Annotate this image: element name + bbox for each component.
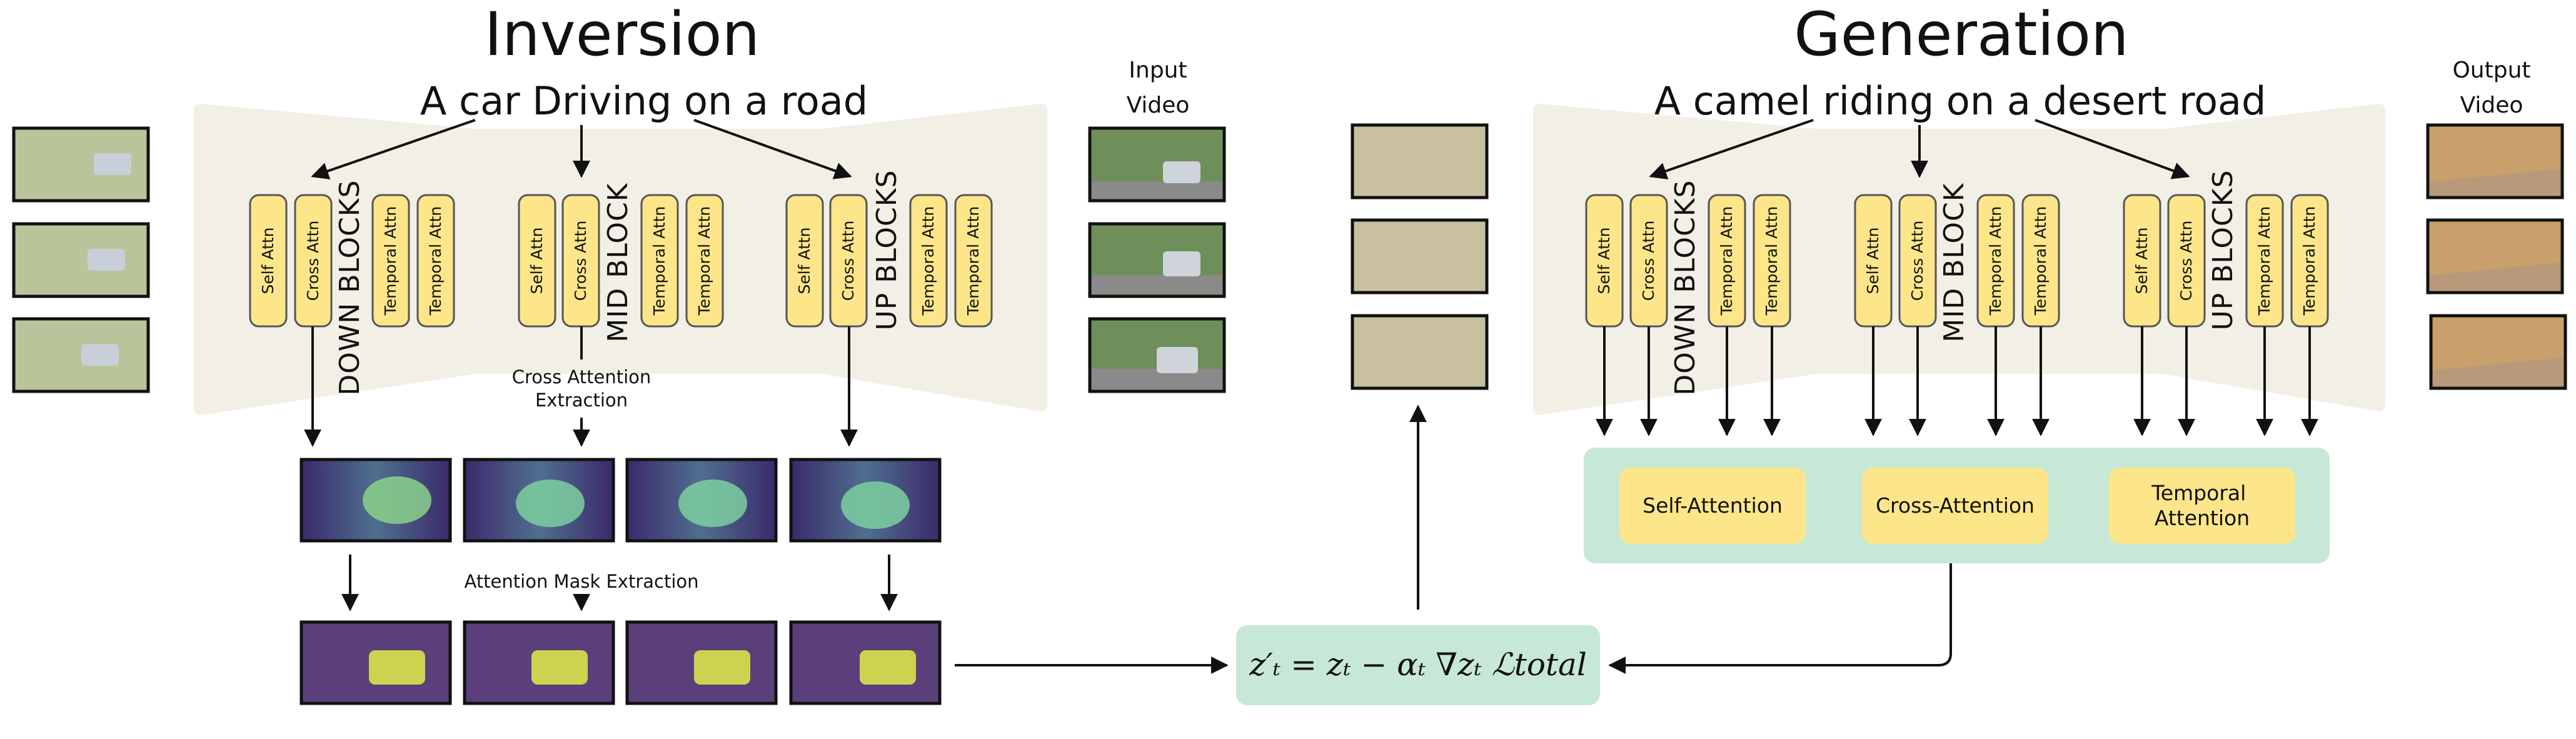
- svg-text:Temporal Attn: Temporal Attn: [1718, 206, 1736, 316]
- generation-title: Generation: [1794, 0, 2129, 69]
- svg-text:Temporal Attn: Temporal Attn: [695, 206, 713, 316]
- latent-frame: [1351, 314, 1489, 390]
- group-label-down-blocks: DOWN BLOCKS: [334, 179, 366, 395]
- output-video-frames: [2426, 123, 2567, 390]
- group-label-mid-block: MID BLOCK: [1938, 183, 1970, 342]
- svg-text:Cross Attn: Cross Attn: [304, 221, 322, 301]
- temporal-attention-label: Temporal Attention: [2151, 481, 2253, 530]
- inversion-prompt-arrows: [311, 119, 852, 179]
- generation-block-arrows: [1596, 326, 2318, 436]
- panel-to-formula-arrow: [1608, 563, 1952, 674]
- svg-text:Cross Attn: Cross Attn: [571, 221, 590, 301]
- generation-down-blocks: Self Attn Cross Attn DOWN BLOCKS Tempora…: [1585, 179, 1791, 396]
- block-self-attn: [785, 194, 824, 328]
- latent-frame: [1351, 123, 1489, 199]
- group-label-up-blocks: UP BLOCKS: [871, 170, 903, 331]
- temporal-attention-box: [2109, 468, 2295, 544]
- group-label-mid-block: MID BLOCK: [602, 183, 634, 342]
- svg-text:Self Attn: Self Attn: [1864, 227, 1882, 294]
- svg-text:Temporal Attn: Temporal Attn: [2300, 206, 2318, 316]
- block-temporal-attn: [685, 194, 724, 328]
- latent-frame: [12, 317, 150, 393]
- svg-text:Self Attn: Self Attn: [528, 227, 546, 294]
- svg-text:Self Attn: Self Attn: [259, 227, 277, 294]
- input-video-frames: [1088, 126, 1226, 393]
- inversion-up-blocks: Self Attn Cross Attn UP BLOCKS Temporal …: [785, 170, 993, 331]
- block-self-attn: [249, 194, 288, 328]
- extraction-arrows: [304, 326, 858, 447]
- block-self-attn: [518, 194, 556, 328]
- svg-text:Cross Attn: Cross Attn: [1908, 221, 1926, 301]
- svg-text:Self Attn: Self Attn: [795, 227, 813, 294]
- generation-prompt-arrows: [1649, 119, 2190, 179]
- output-video-label-line2: Video: [2460, 93, 2523, 118]
- block-temporal-attn: [954, 194, 993, 328]
- self-attention-box: [1619, 468, 1806, 544]
- inversion-down-blocks: Self Attn Cross Attn DOWN BLOCKS Tempora…: [249, 179, 455, 396]
- cross-attention-extraction-label-line2: Extraction: [535, 390, 628, 411]
- svg-text:Cross Attn: Cross Attn: [2177, 221, 2195, 301]
- input-video-label-line1: Input: [1129, 58, 1187, 83]
- svg-text:Temporal Attn: Temporal Attn: [919, 206, 937, 316]
- mask-arrows: [341, 555, 898, 611]
- latent-frame: [1351, 218, 1489, 294]
- svg-text:Self Attn: Self Attn: [1595, 227, 1613, 294]
- cross-attention-extraction-label-line1: Cross Attention: [512, 366, 652, 388]
- generation-prompt: A camel riding on a desert road: [1654, 78, 2267, 124]
- latent-update-formula: z′ₜ = zₜ − αₜ ∇zₜ ℒtotal: [1249, 646, 1587, 683]
- inversion-prompt: A car Driving on a road: [420, 78, 868, 124]
- block-temporal-attn: [640, 194, 679, 328]
- cross-attention-maps: [299, 458, 942, 543]
- generation-unet-shape: [1533, 104, 2385, 415]
- svg-text:Self Attn: Self Attn: [2133, 227, 2151, 294]
- noisy-generation-latents: [1351, 123, 1489, 390]
- noisy-input-latents: [12, 126, 150, 393]
- svg-text:Temporal Attn: Temporal Attn: [381, 206, 400, 316]
- inversion-mid-block: Self Attn Cross Attn MID BLOCK Temporal …: [518, 183, 724, 343]
- input-video-label-line2: Video: [1127, 93, 1190, 118]
- attention-mask-extraction-label: Attention Mask Extraction: [464, 571, 698, 592]
- svg-text:Temporal Attn: Temporal Attn: [2031, 206, 2050, 316]
- svg-text:Cross Attn: Cross Attn: [839, 221, 857, 301]
- block-temporal-attn: [371, 194, 410, 328]
- block-temporal-attn: [909, 194, 948, 328]
- generation-up-blocks: Self Attn Cross Attn UP BLOCKS Temporal …: [2123, 170, 2329, 331]
- group-label-down-blocks: DOWN BLOCKS: [1669, 179, 1701, 395]
- block-temporal-attn: [416, 194, 455, 328]
- svg-text:Temporal Attn: Temporal Attn: [964, 206, 982, 316]
- group-label-up-blocks: UP BLOCKS: [2207, 170, 2239, 331]
- cross-attention-box: [1862, 468, 2048, 544]
- attention-masks: [299, 620, 942, 705]
- svg-text:Cross Attn: Cross Attn: [1639, 221, 1658, 301]
- svg-text:Temporal Attn: Temporal Attn: [426, 206, 445, 316]
- output-video-label-line1: Output: [2452, 58, 2530, 83]
- svg-text:Temporal Attn: Temporal Attn: [2255, 206, 2273, 316]
- latent-update-box: [1236, 625, 1600, 705]
- inversion-unet-shape: [194, 104, 1047, 415]
- generation-mid-block: Self Attn Cross Attn MID BLOCK Temporal …: [1854, 183, 2060, 343]
- self-attention-label: Self-Attention: [1643, 493, 1783, 518]
- svg-text:Temporal Attn: Temporal Attn: [1763, 206, 1781, 316]
- svg-text:Temporal Attn: Temporal Attn: [650, 206, 668, 316]
- inversion-title: Inversion: [485, 0, 760, 69]
- cross-attention-label: Cross-Attention: [1876, 493, 2035, 518]
- svg-text:Temporal Attn: Temporal Attn: [1986, 206, 2005, 316]
- latent-frame: [12, 222, 150, 298]
